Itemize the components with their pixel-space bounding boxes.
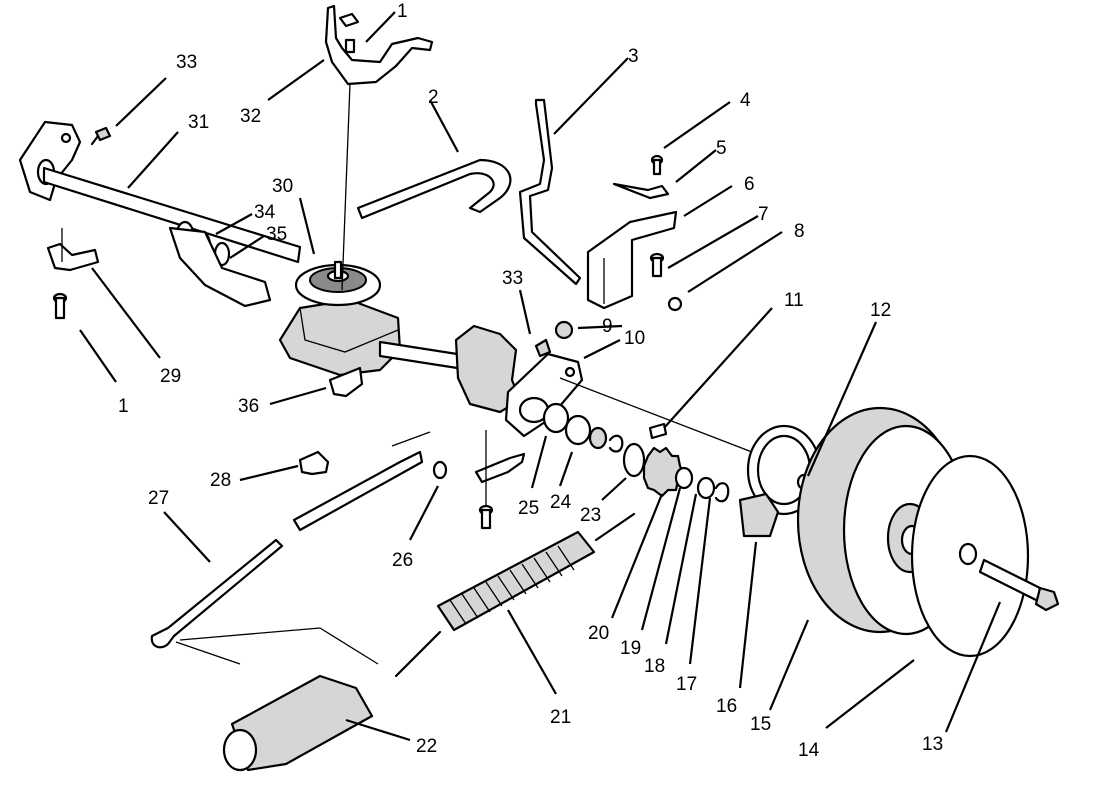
callout-1: 1 (397, 1, 408, 22)
callout-28: 28 (210, 470, 231, 491)
callout-32: 32 (240, 106, 261, 127)
callout-31: 31 (188, 112, 209, 133)
key-part (648, 422, 668, 440)
callout-22: 22 (416, 736, 437, 757)
callout-33-top: 33 (176, 52, 197, 73)
bushing-bracket-part (168, 220, 272, 308)
bent-rod-part (518, 98, 582, 286)
callout-12: 12 (870, 300, 891, 321)
callout-3: 3 (628, 46, 639, 67)
callout-27: 27 (148, 488, 169, 509)
housing-mount-part (328, 366, 364, 398)
callout-20: 20 (588, 623, 609, 644)
l-bracket-part (586, 210, 678, 310)
callout-17: 17 (676, 674, 697, 695)
callout-21: 21 (550, 707, 571, 728)
bolt-part-left (52, 292, 68, 320)
handle-grip-part (222, 674, 374, 772)
mounting-plate-part (454, 324, 584, 438)
callout-13: 13 (922, 734, 943, 755)
callout-25: 25 (518, 498, 539, 519)
pinion-gear-part (622, 442, 686, 498)
callout-labels: 1 1 2 3 4 5 6 7 8 9 10 11 12 13 14 15 16… (118, 1, 943, 761)
control-rod-part (292, 450, 448, 532)
lower-rod-part (150, 538, 284, 649)
clip-bracket-part (298, 450, 330, 476)
callout-23: 23 (580, 505, 601, 526)
lower-bracket-bolt-part (474, 430, 526, 530)
callout-15: 15 (750, 714, 771, 735)
hubcap-part (910, 454, 1030, 658)
callout-30: 30 (272, 176, 293, 197)
callout-leader-lines (79, 11, 1002, 742)
callout-35: 35 (266, 224, 287, 245)
callout-11: 11 (784, 290, 804, 311)
callout-7: 7 (758, 204, 769, 225)
bolt-washer-part-right (649, 252, 683, 312)
callout-5: 5 (716, 138, 727, 159)
callout-16: 16 (716, 696, 737, 717)
transmission-housing-part (278, 260, 402, 377)
axle-bolt-part (978, 558, 1060, 612)
shift-lever-part (324, 4, 434, 291)
curved-rod-part (356, 158, 512, 220)
washer-clip-part (674, 466, 730, 503)
callout-4: 4 (740, 90, 751, 111)
bolt-washer-part-top (612, 154, 670, 200)
axle-shaft-part (18, 120, 302, 264)
callout-24: 24 (550, 492, 572, 513)
callout-26: 26 (392, 550, 413, 571)
callout-8: 8 (794, 221, 805, 242)
callout-36: 36 (238, 396, 259, 417)
callout-18: 18 (644, 656, 665, 677)
callout-1-lower: 1 (118, 396, 129, 417)
callout-10: 10 (624, 328, 645, 349)
nut-screw-part (534, 320, 574, 358)
callout-14: 14 (798, 740, 820, 761)
callout-2: 2 (428, 87, 439, 108)
small-bracket-part (46, 228, 100, 272)
callout-29: 29 (160, 366, 181, 387)
bushing-washer-part (542, 402, 624, 453)
assembly-reference-lines (175, 377, 753, 665)
callout-33-mid: 33 (502, 268, 523, 289)
callout-6: 6 (744, 174, 755, 195)
callout-19: 19 (620, 638, 641, 659)
screw-part-top (90, 126, 112, 146)
callout-9: 9 (602, 316, 613, 337)
coil-spring-part (394, 512, 636, 678)
callout-34: 34 (254, 202, 276, 223)
